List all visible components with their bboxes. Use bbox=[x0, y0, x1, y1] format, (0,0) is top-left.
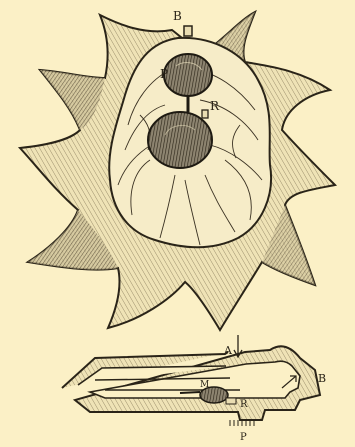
label-b-bottom: B bbox=[318, 372, 326, 385]
label-a-bottom: A bbox=[223, 344, 233, 357]
label-m-bottom: M bbox=[200, 380, 209, 390]
small-tube-r bbox=[202, 110, 208, 118]
section-diagram bbox=[62, 335, 320, 426]
lower-dark-organ bbox=[148, 112, 212, 168]
label-p-bottom: P bbox=[240, 432, 247, 443]
label-r-bottom: R bbox=[240, 399, 248, 410]
label-b-top: B bbox=[173, 9, 182, 23]
small-tube-b bbox=[184, 26, 192, 36]
label-r-top: R bbox=[210, 99, 220, 113]
label-p-top: P bbox=[160, 67, 168, 81]
